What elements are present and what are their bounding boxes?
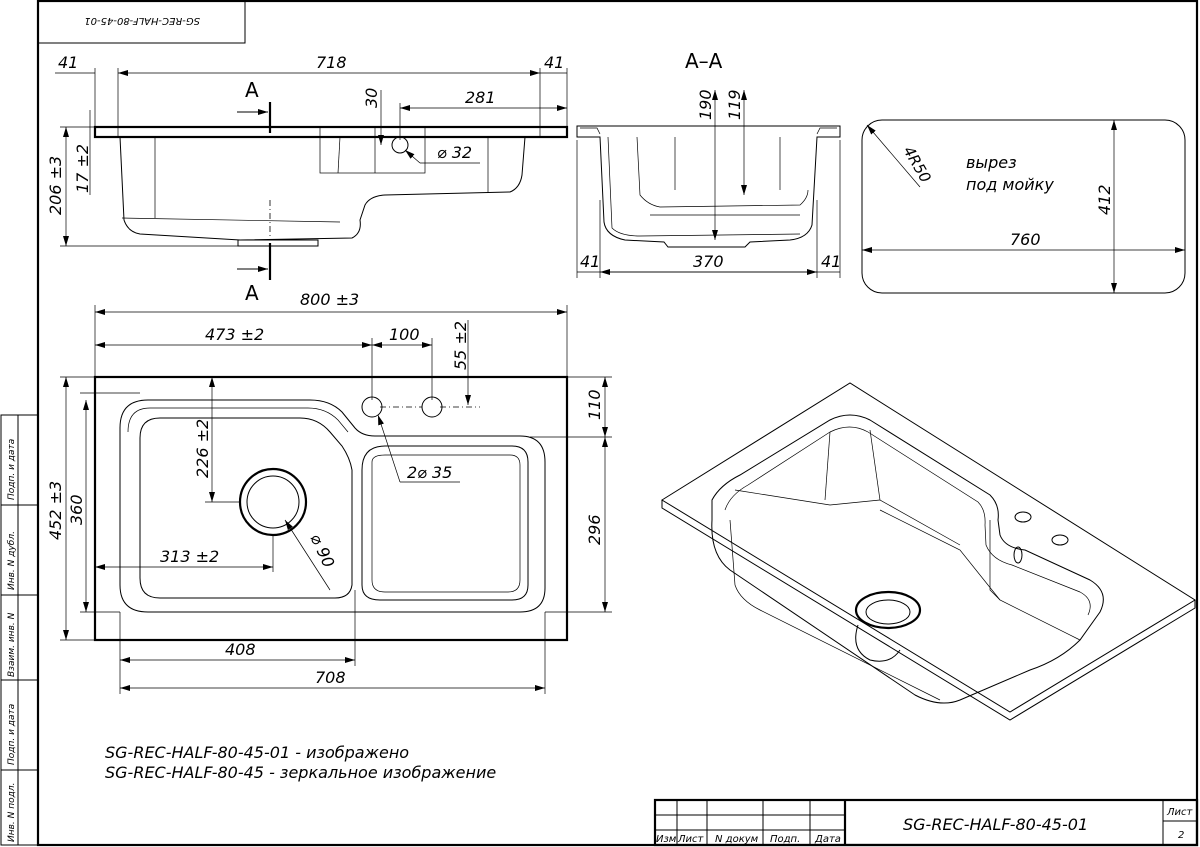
column-label: Лист [677,834,705,845]
dim-110: 110 [585,389,604,420]
dim-30: 30 [362,88,381,108]
dim-holes: 2⌀ 35 [407,463,452,482]
dim-119: 119 [725,89,744,120]
dim-drain-dia: ⌀ 90 [306,531,338,571]
dim-760: 760 [1010,230,1041,249]
cutout-radius: 4R50 [900,143,935,186]
drain-hole [854,590,922,630]
section-view: A–A 190 119 41 370 41 [576,49,841,278]
dim-360: 360 [67,494,86,525]
cutout-label: под мойку [966,175,1054,194]
stamp-label: Подп. и дата [7,704,17,765]
stamp-label: Взаим. инв. N [7,612,17,677]
cutout-template: 4R50 вырез под мойку 412 760 [861,119,1186,294]
stamp-label: Инв. N дубл. [7,531,17,590]
sheet-label: Лист [1166,807,1194,818]
column-label: Дата [814,834,841,845]
cut-label-a: A [245,281,259,305]
cut-label-a: A [245,78,259,102]
dim-190: 190 [696,89,715,120]
dim-718: 718 [316,53,347,72]
dim-412: 412 [1095,184,1114,215]
side-view: A A 41 718 41 281 30 ⌀ 32 206 ±3 17 ±2 [46,53,569,305]
tap-hole [1014,511,1032,523]
column-label: Изм [656,834,677,845]
column-label: N докум [715,834,759,845]
drain-hole [238,467,308,537]
stamp-label: Подп. и дата [7,439,17,500]
note-line: SG-REC-HALF-80-45 - зеркальное изображен… [105,763,496,782]
dim-708: 708 [315,668,346,687]
sheet-number: 2 [1178,830,1184,841]
dim-296: 296 [585,514,604,545]
title-block: Изм Лист N докум Подп. Дата SG-REC-HALF-… [653,798,1199,847]
drawing-code: SG-REC-HALF-80-45-01 [903,815,1088,834]
dim-17: 17 ±2 [73,144,92,193]
stamp-label: Инв. N подл. [7,783,17,842]
side-stamp-strip: Подп. и дата Инв. N дубл. Взаим. инв. N … [0,414,39,846]
dim-473: 473 ±2 [205,325,264,344]
dim-55: 55 ±2 [451,321,470,370]
dim-226: 226 ±2 [193,419,212,478]
dim-hole-dia: ⌀ 32 [437,143,472,162]
rotated-code: SG-REC-HALF-80-45-01 [84,15,200,26]
dim-452: 452 ±3 [46,481,65,540]
dim-41-right: 41 [821,252,841,271]
dim-41-left: 41 [58,53,78,72]
dim-41-left: 41 [580,252,600,271]
tap-hole [1051,534,1069,546]
top-left-stamp: SG-REC-HALF-80-45-01 [37,0,246,44]
section-title: A–A [685,49,723,73]
dim-206: 206 ±3 [46,156,65,215]
dim-408: 408 [225,640,256,659]
column-label: Подп. [770,834,800,845]
top-view: 800 ±3 473 ±2 100 55 ±2 110 296 452 ±3 3… [46,290,612,694]
dim-800: 800 ±3 [300,290,359,309]
note-line: SG-REC-HALF-80-45-01 - изображено [105,743,409,762]
isometric-view [661,382,1196,721]
dim-41-right: 41 [544,53,564,72]
dim-370: 370 [693,252,724,271]
dim-281: 281 [465,88,496,107]
dim-100: 100 [389,325,420,344]
dim-313: 313 ±2 [160,547,219,566]
cutout-label: вырез [966,153,1017,172]
